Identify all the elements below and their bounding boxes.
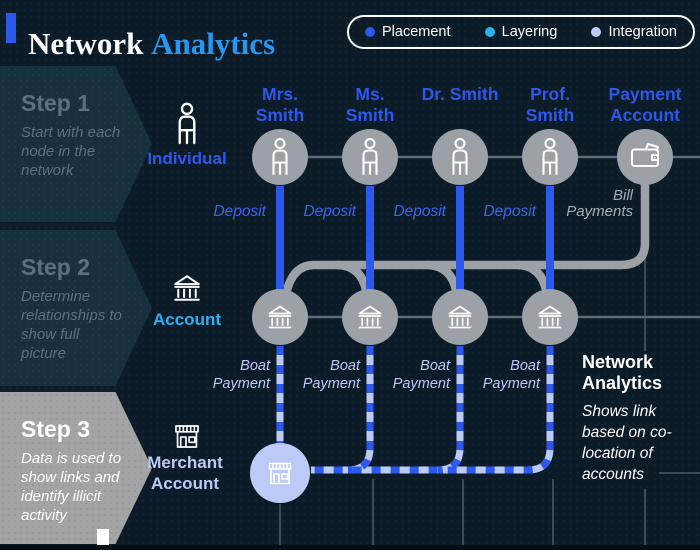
node-account-1 xyxy=(252,289,308,345)
node-payment-account xyxy=(617,129,673,185)
node-account-4 xyxy=(522,289,578,345)
deposit-edges xyxy=(276,186,554,291)
node-dr-smith xyxy=(432,129,488,185)
bill-payments-edge xyxy=(282,179,650,295)
boat-payment-edges-base xyxy=(276,346,554,474)
node-account-2 xyxy=(342,289,398,345)
node-mrs-smith xyxy=(252,129,308,185)
merchant-node xyxy=(250,443,310,503)
node-merchant-account xyxy=(250,443,310,503)
node-account-3 xyxy=(432,289,488,345)
individual-nodes xyxy=(252,129,673,185)
row-label-icons xyxy=(174,102,200,448)
node-prof-smith xyxy=(522,129,578,185)
bank-icon xyxy=(174,275,200,301)
node-ms-smith xyxy=(342,129,398,185)
boat-payment-edges-dash xyxy=(276,346,554,474)
person-icon xyxy=(178,102,196,145)
storefront-icon xyxy=(175,425,199,448)
account-nodes xyxy=(252,289,578,345)
background-grid-lines xyxy=(279,186,700,550)
